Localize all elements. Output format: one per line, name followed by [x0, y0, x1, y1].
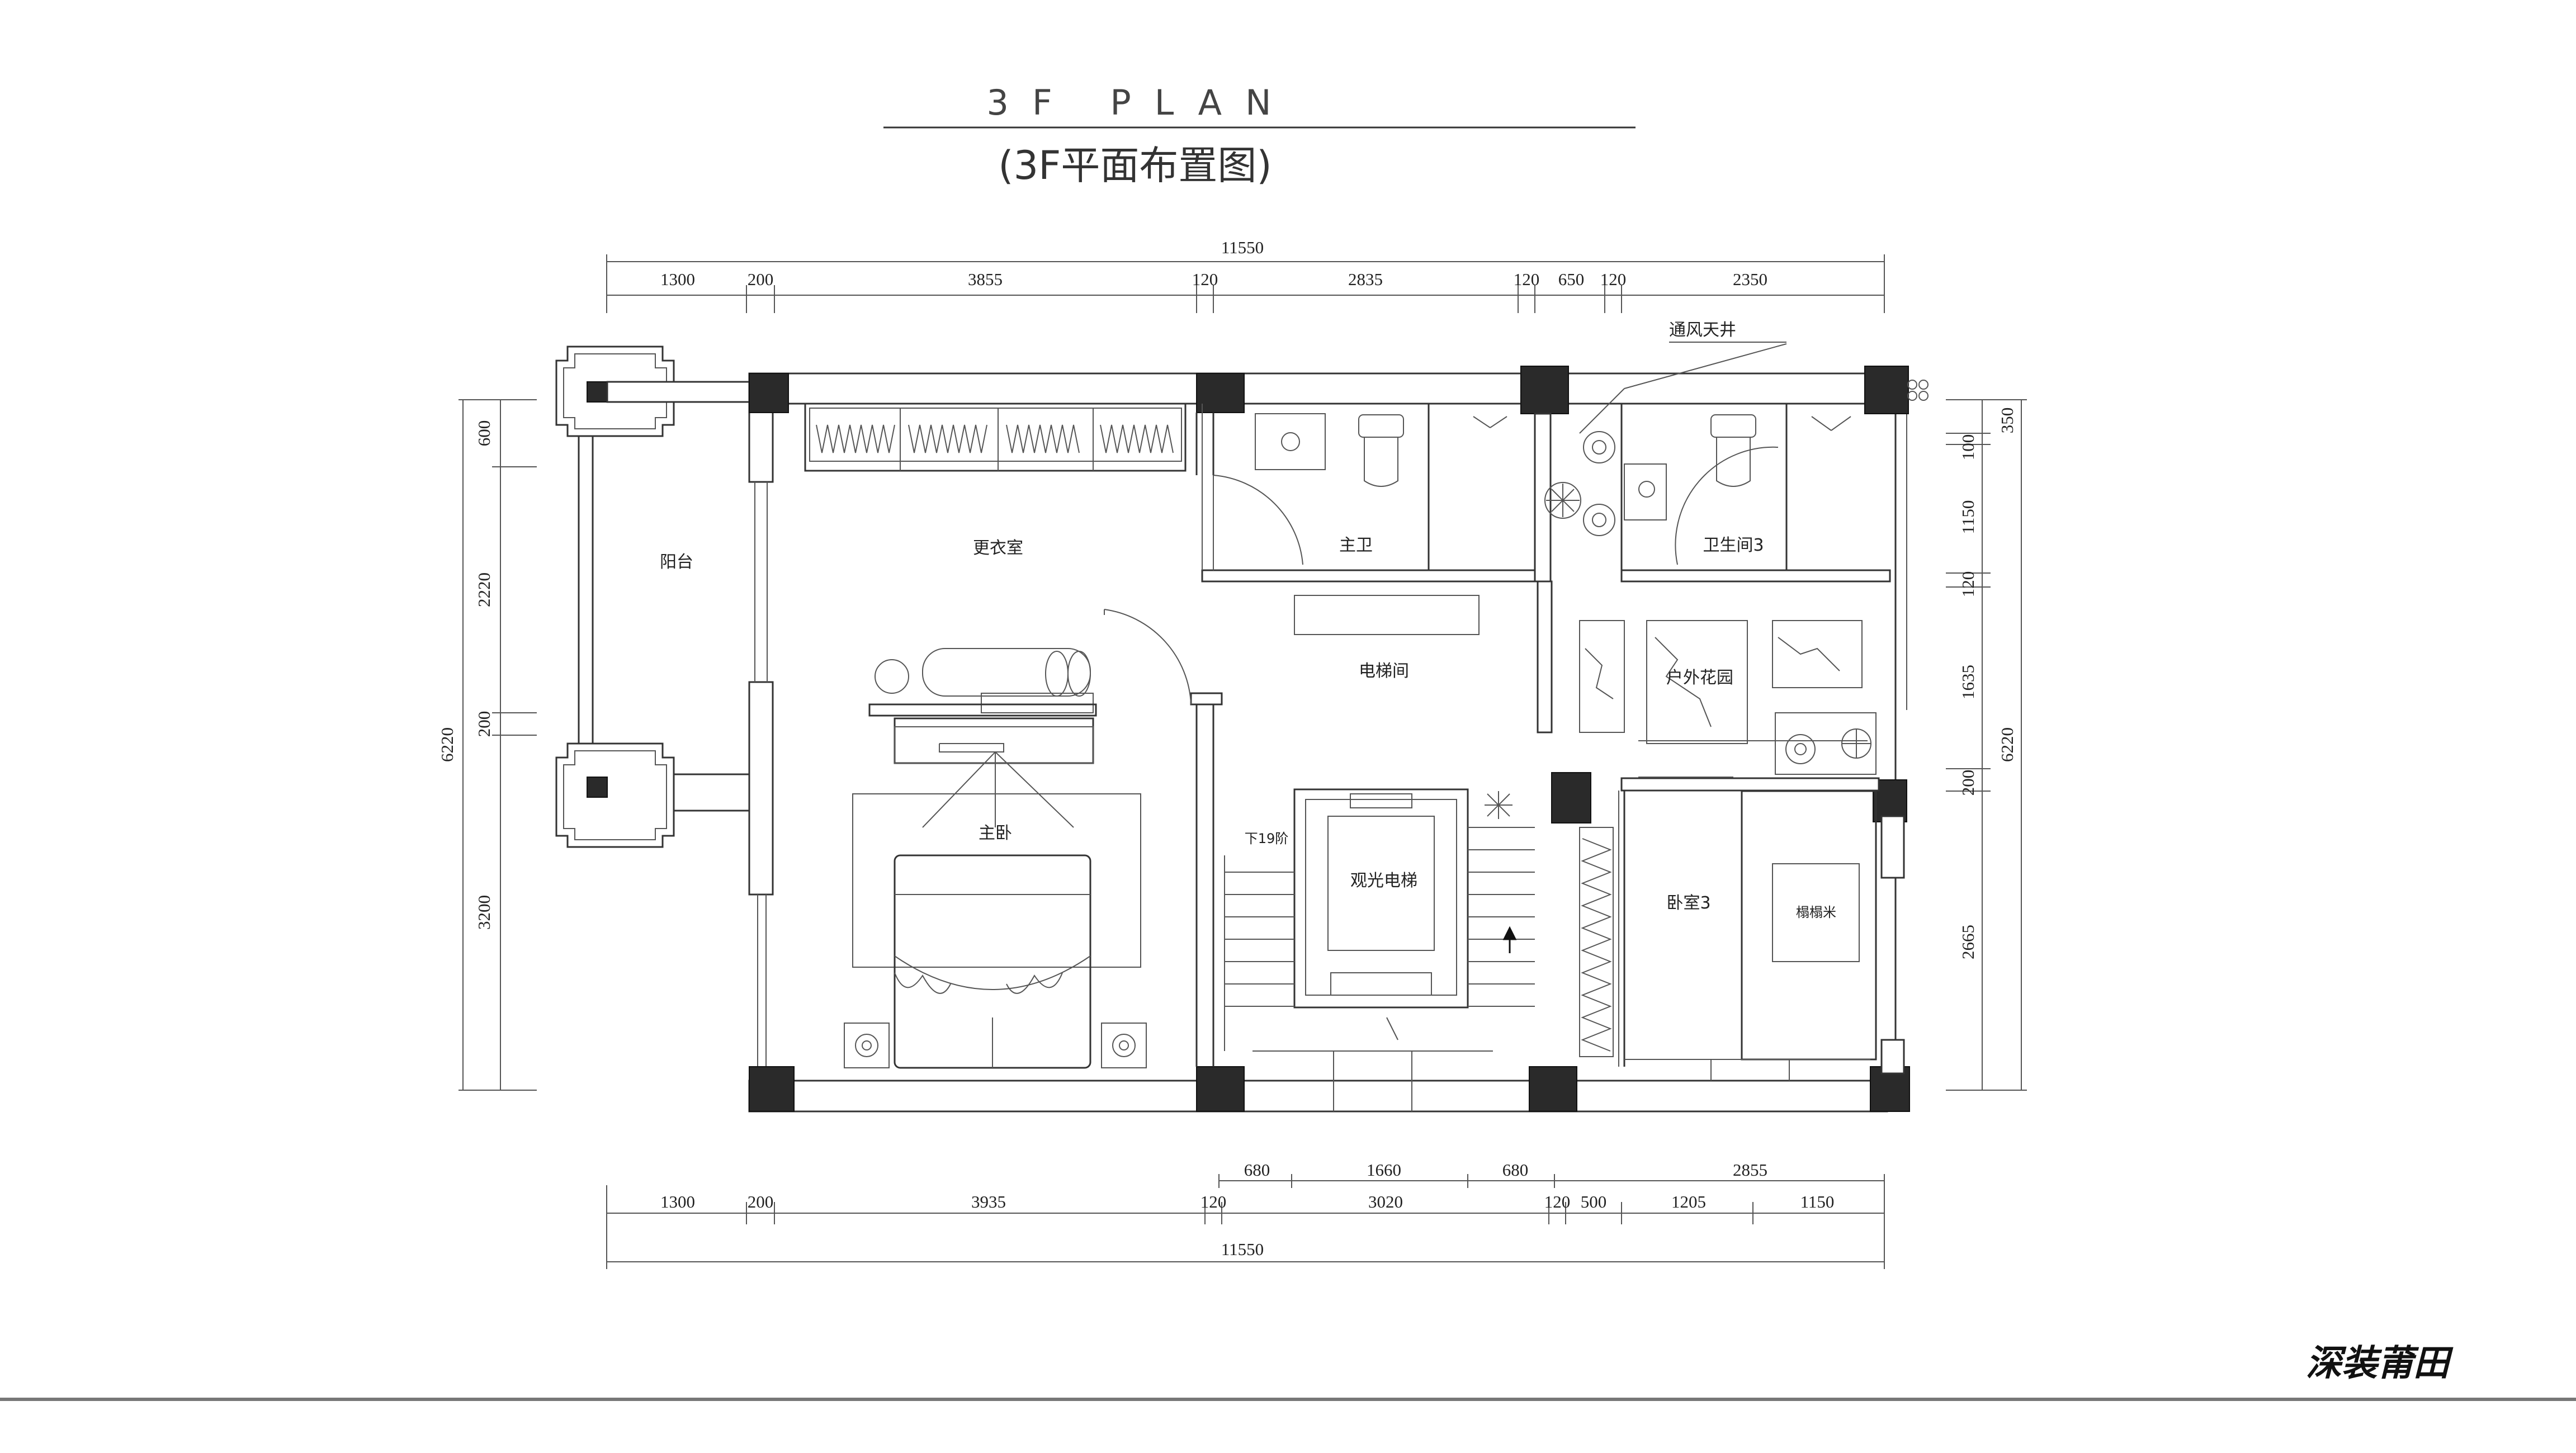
dim-top-7: 650: [1558, 269, 1585, 289]
dim-bottom-upper-2: 1660: [1367, 1160, 1401, 1180]
dim-bottom-4: 120: [1200, 1192, 1227, 1211]
air-shaft: 通风天井: [1544, 320, 1787, 536]
outdoor-garden: 户外花园: [1579, 620, 1877, 778]
dim-bottom-total: 11550: [1221, 1239, 1264, 1259]
dim-right-total: 6220: [1997, 727, 2017, 762]
structural-columns: [749, 366, 1910, 1112]
dim-left-1: 600: [474, 420, 494, 447]
dim-left-total: 6220: [437, 727, 457, 762]
dim-top-6: 120: [1514, 269, 1540, 289]
label-sightseeing-elevator: 观光电梯: [1350, 871, 1417, 891]
dim-bottom-8: 1205: [1671, 1192, 1706, 1211]
title-block: 3F PLAN (3F平面布置图): [883, 82, 1636, 188]
dim-right-4: 120: [1958, 571, 1978, 598]
left-dimension-lines: 6220 600 2220 200 3200: [437, 399, 537, 1091]
bathroom3: 卫生间3: [1624, 414, 1851, 565]
dim-left-3: 200: [474, 711, 494, 737]
dim-top-total: 11550: [1221, 238, 1264, 257]
dim-bottom-7: 500: [1581, 1192, 1607, 1211]
dim-bottom-5: 3020: [1368, 1192, 1403, 1211]
dim-bottom-3: 3935: [971, 1192, 1006, 1211]
dim-top-3: 3855: [968, 269, 1003, 289]
dressing-room-wardrobe: 更衣室: [804, 403, 1187, 558]
dim-bottom-2: 200: [748, 1192, 774, 1211]
label-bathroom3: 卫生间3: [1703, 536, 1764, 555]
dim-right-2: 100: [1958, 434, 1978, 461]
dim-bottom-9: 1150: [1800, 1192, 1835, 1211]
dim-right-6: 200: [1958, 770, 1978, 796]
dim-top-4: 120: [1192, 269, 1218, 289]
right-wall-fixtures: [1907, 380, 1929, 401]
right-dimension-lines: 350 100 1150 120 1635 200 2665 6220: [1946, 399, 2027, 1091]
dim-right-5: 1635: [1958, 665, 1978, 699]
dim-top-5: 2835: [1348, 269, 1383, 289]
brand-signature: 深装莆田: [2306, 1342, 2454, 1384]
stairs-elevator: 下19阶 观光电梯: [1224, 788, 1535, 1111]
label-elevator-hall: 电梯间: [1359, 661, 1409, 681]
dim-right-3: 1150: [1958, 500, 1978, 534]
dim-bottom-upper-4: 2855: [1733, 1160, 1767, 1180]
dim-bottom-6: 120: [1544, 1192, 1571, 1211]
label-stairs-down: 下19阶: [1245, 831, 1289, 846]
dim-top-2: 200: [748, 269, 774, 289]
dim-left-4: 3200: [474, 895, 494, 930]
dim-bottom-upper-1: 680: [1244, 1160, 1270, 1180]
dim-right-7: 2665: [1958, 925, 1978, 959]
dim-left-2: 2220: [474, 572, 494, 607]
balcony-area: 阳台: [555, 345, 756, 848]
bedroom3: 卧室3 榻榻米: [1579, 790, 1905, 1081]
outer-walls: [748, 372, 1907, 1113]
label-master-bedroom: 主卧: [979, 823, 1012, 843]
top-dimension-lines: 11550 1300 200 3855 120 2835 120 650 120…: [606, 238, 1885, 313]
interior-walls: [1190, 404, 1891, 1067]
elevator-hall: 电梯间: [1294, 595, 1480, 681]
dim-bottom-1: 1300: [660, 1192, 695, 1211]
dim-top-9: 2350: [1733, 269, 1767, 289]
label-balcony: 阳台: [660, 552, 693, 572]
dim-top-1: 1300: [660, 269, 695, 289]
dim-right-1: 350: [1997, 408, 2017, 434]
master-bedroom: 主卧: [844, 609, 1192, 1069]
label-air-shaft: 通风天井: [1669, 320, 1736, 340]
label-bedroom3: 卧室3: [1666, 893, 1710, 913]
label-tatami: 榻榻米: [1796, 905, 1836, 920]
dim-bottom-upper-3: 680: [1502, 1160, 1529, 1180]
bottom-dimension-lines: 680 1660 680 2855 1300 200 3935 120 3020…: [606, 1160, 1885, 1269]
dim-top-8: 120: [1600, 269, 1627, 289]
label-master-bath: 主卫: [1339, 536, 1373, 555]
label-dressing-room: 更衣室: [973, 538, 1023, 558]
master-bath: 主卫: [1213, 404, 1507, 570]
title-english: 3F PLAN: [987, 82, 1295, 123]
title-chinese: (3F平面布置图): [998, 143, 1272, 188]
label-outdoor-garden: 户外花园: [1666, 668, 1733, 688]
